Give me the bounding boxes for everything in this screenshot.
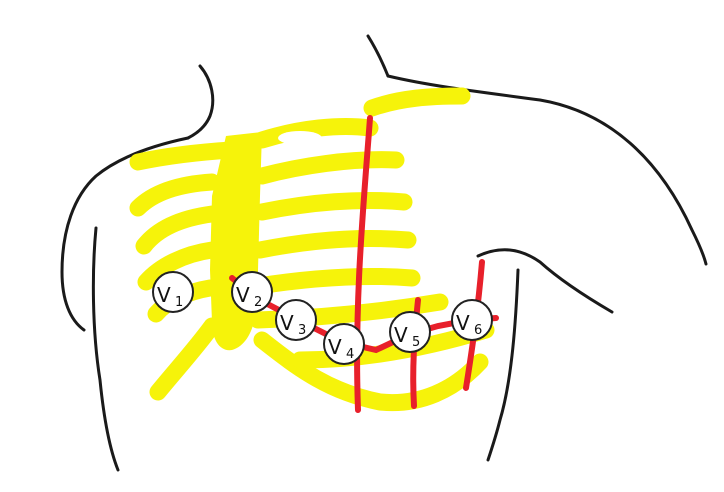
lead-v6-number: 6 [474,323,482,338]
lead-v6: V 6 [452,300,492,340]
right-rib-2 [262,160,396,176]
lead-v1-letter: V [157,283,171,307]
lead-v2-number: 2 [254,295,262,310]
lead-v3-number: 3 [298,323,306,338]
right-arm-outline [488,270,518,460]
lead-v4-number: 4 [346,347,354,362]
lead-v4-letter: V [328,335,342,359]
left-rib-2 [144,214,212,246]
right-rib-5 [258,276,412,286]
reference-lines [232,118,496,410]
lead-v5: V 5 [390,312,430,352]
lead-v4: V 4 [324,324,364,364]
right-rib-3 [262,200,404,212]
rib-cage [138,96,486,403]
lead-v1: V 1 [153,272,193,312]
lead-v2-letter: V [236,283,250,307]
right-rib-4 [260,238,408,250]
lead-v1-number: 1 [175,295,183,310]
lead-v5-number: 5 [412,335,420,350]
lead-v5-letter: V [394,323,408,347]
lead-v3: V 3 [276,300,316,340]
neck-right-line [368,36,388,76]
neck-left-line [188,66,213,138]
rib-gap [278,131,322,145]
right-armpit-outline [478,250,612,312]
left-rib-1 [138,182,212,208]
right-clavicle [372,96,462,108]
left-lower-costal [158,326,212,392]
left-clavicle [138,150,232,162]
lead-v6-letter: V [456,311,470,335]
left-arm-outline [93,228,118,470]
lead-v3-letter: V [280,311,294,335]
lead-v2: V 2 [232,272,272,312]
